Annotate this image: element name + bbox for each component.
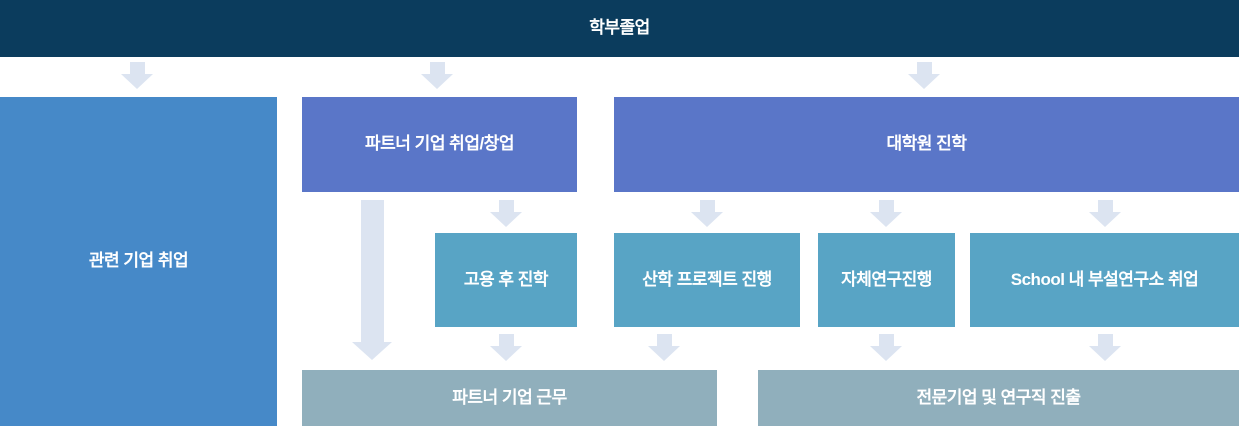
node-graduate-school-admission: 대학원 진학 bbox=[614, 97, 1239, 192]
arrow-head bbox=[121, 74, 153, 89]
arrow-head bbox=[870, 212, 902, 227]
arrow-down-icon bbox=[870, 200, 902, 227]
arrow-shaft bbox=[498, 200, 514, 212]
arrow-shaft bbox=[360, 200, 384, 342]
node-label: 관련 기업 취업 bbox=[88, 251, 189, 271]
node-label: 파트너 기업 취업/창업 bbox=[365, 134, 514, 154]
arrow-down-long-icon bbox=[352, 200, 392, 360]
arrow-shaft bbox=[878, 334, 894, 346]
arrow-shaft bbox=[916, 62, 932, 74]
arrow-head bbox=[691, 212, 723, 227]
arrow-head bbox=[908, 74, 940, 89]
node-undergraduate-graduation: 학부졸업 bbox=[0, 0, 1239, 57]
node-label: 파트너 기업 근무 bbox=[452, 387, 567, 407]
arrow-down-icon bbox=[870, 334, 902, 361]
arrow-shaft bbox=[699, 200, 715, 212]
node-independent-research: 자체연구진행 bbox=[818, 233, 955, 327]
node-label: 전문기업 및 연구직 진출 bbox=[916, 387, 1081, 407]
node-industry-academic-project: 산학 프로젝트 진행 bbox=[614, 233, 800, 327]
arrow-head bbox=[421, 74, 453, 89]
arrow-down-icon bbox=[490, 200, 522, 227]
arrow-head bbox=[870, 346, 902, 361]
arrow-down-icon bbox=[1089, 334, 1121, 361]
node-school-research-institute-employment: School 내 부설연구소 취업 bbox=[970, 233, 1239, 327]
arrow-shaft bbox=[656, 334, 672, 346]
arrow-shaft bbox=[429, 62, 445, 74]
arrow-head bbox=[490, 212, 522, 227]
arrow-shaft bbox=[878, 200, 894, 212]
arrow-shaft bbox=[498, 334, 514, 346]
arrow-head bbox=[648, 346, 680, 361]
arrow-head bbox=[1089, 346, 1121, 361]
arrow-down-icon bbox=[490, 334, 522, 361]
node-study-after-employment: 고용 후 진학 bbox=[435, 233, 577, 327]
arrow-head bbox=[1089, 212, 1121, 227]
node-partner-company-work: 파트너 기업 근무 bbox=[302, 370, 717, 426]
node-label: School 내 부설연구소 취업 bbox=[1010, 269, 1199, 289]
node-label: 고용 후 진학 bbox=[463, 269, 549, 289]
arrow-down-icon bbox=[908, 62, 940, 89]
node-professional-research-advancement: 전문기업 및 연구직 진출 bbox=[758, 370, 1239, 426]
arrow-shaft bbox=[1097, 200, 1113, 212]
node-label: 학부졸업 bbox=[589, 18, 650, 38]
arrow-down-icon bbox=[121, 62, 153, 89]
arrow-head bbox=[490, 346, 522, 361]
arrow-down-icon bbox=[1089, 200, 1121, 227]
arrow-down-icon bbox=[691, 200, 723, 227]
arrow-shaft bbox=[129, 62, 145, 74]
arrow-down-icon bbox=[421, 62, 453, 89]
node-label: 산학 프로젝트 진행 bbox=[642, 269, 772, 289]
arrow-down-icon bbox=[648, 334, 680, 361]
arrow-shaft bbox=[1097, 334, 1113, 346]
node-related-company-employment: 관련 기업 취업 bbox=[0, 97, 277, 426]
node-partner-company-employment-startup: 파트너 기업 취업/창업 bbox=[302, 97, 577, 192]
arrow-head bbox=[352, 342, 392, 360]
node-label: 자체연구진행 bbox=[841, 269, 932, 289]
node-label: 대학원 진학 bbox=[886, 134, 967, 154]
